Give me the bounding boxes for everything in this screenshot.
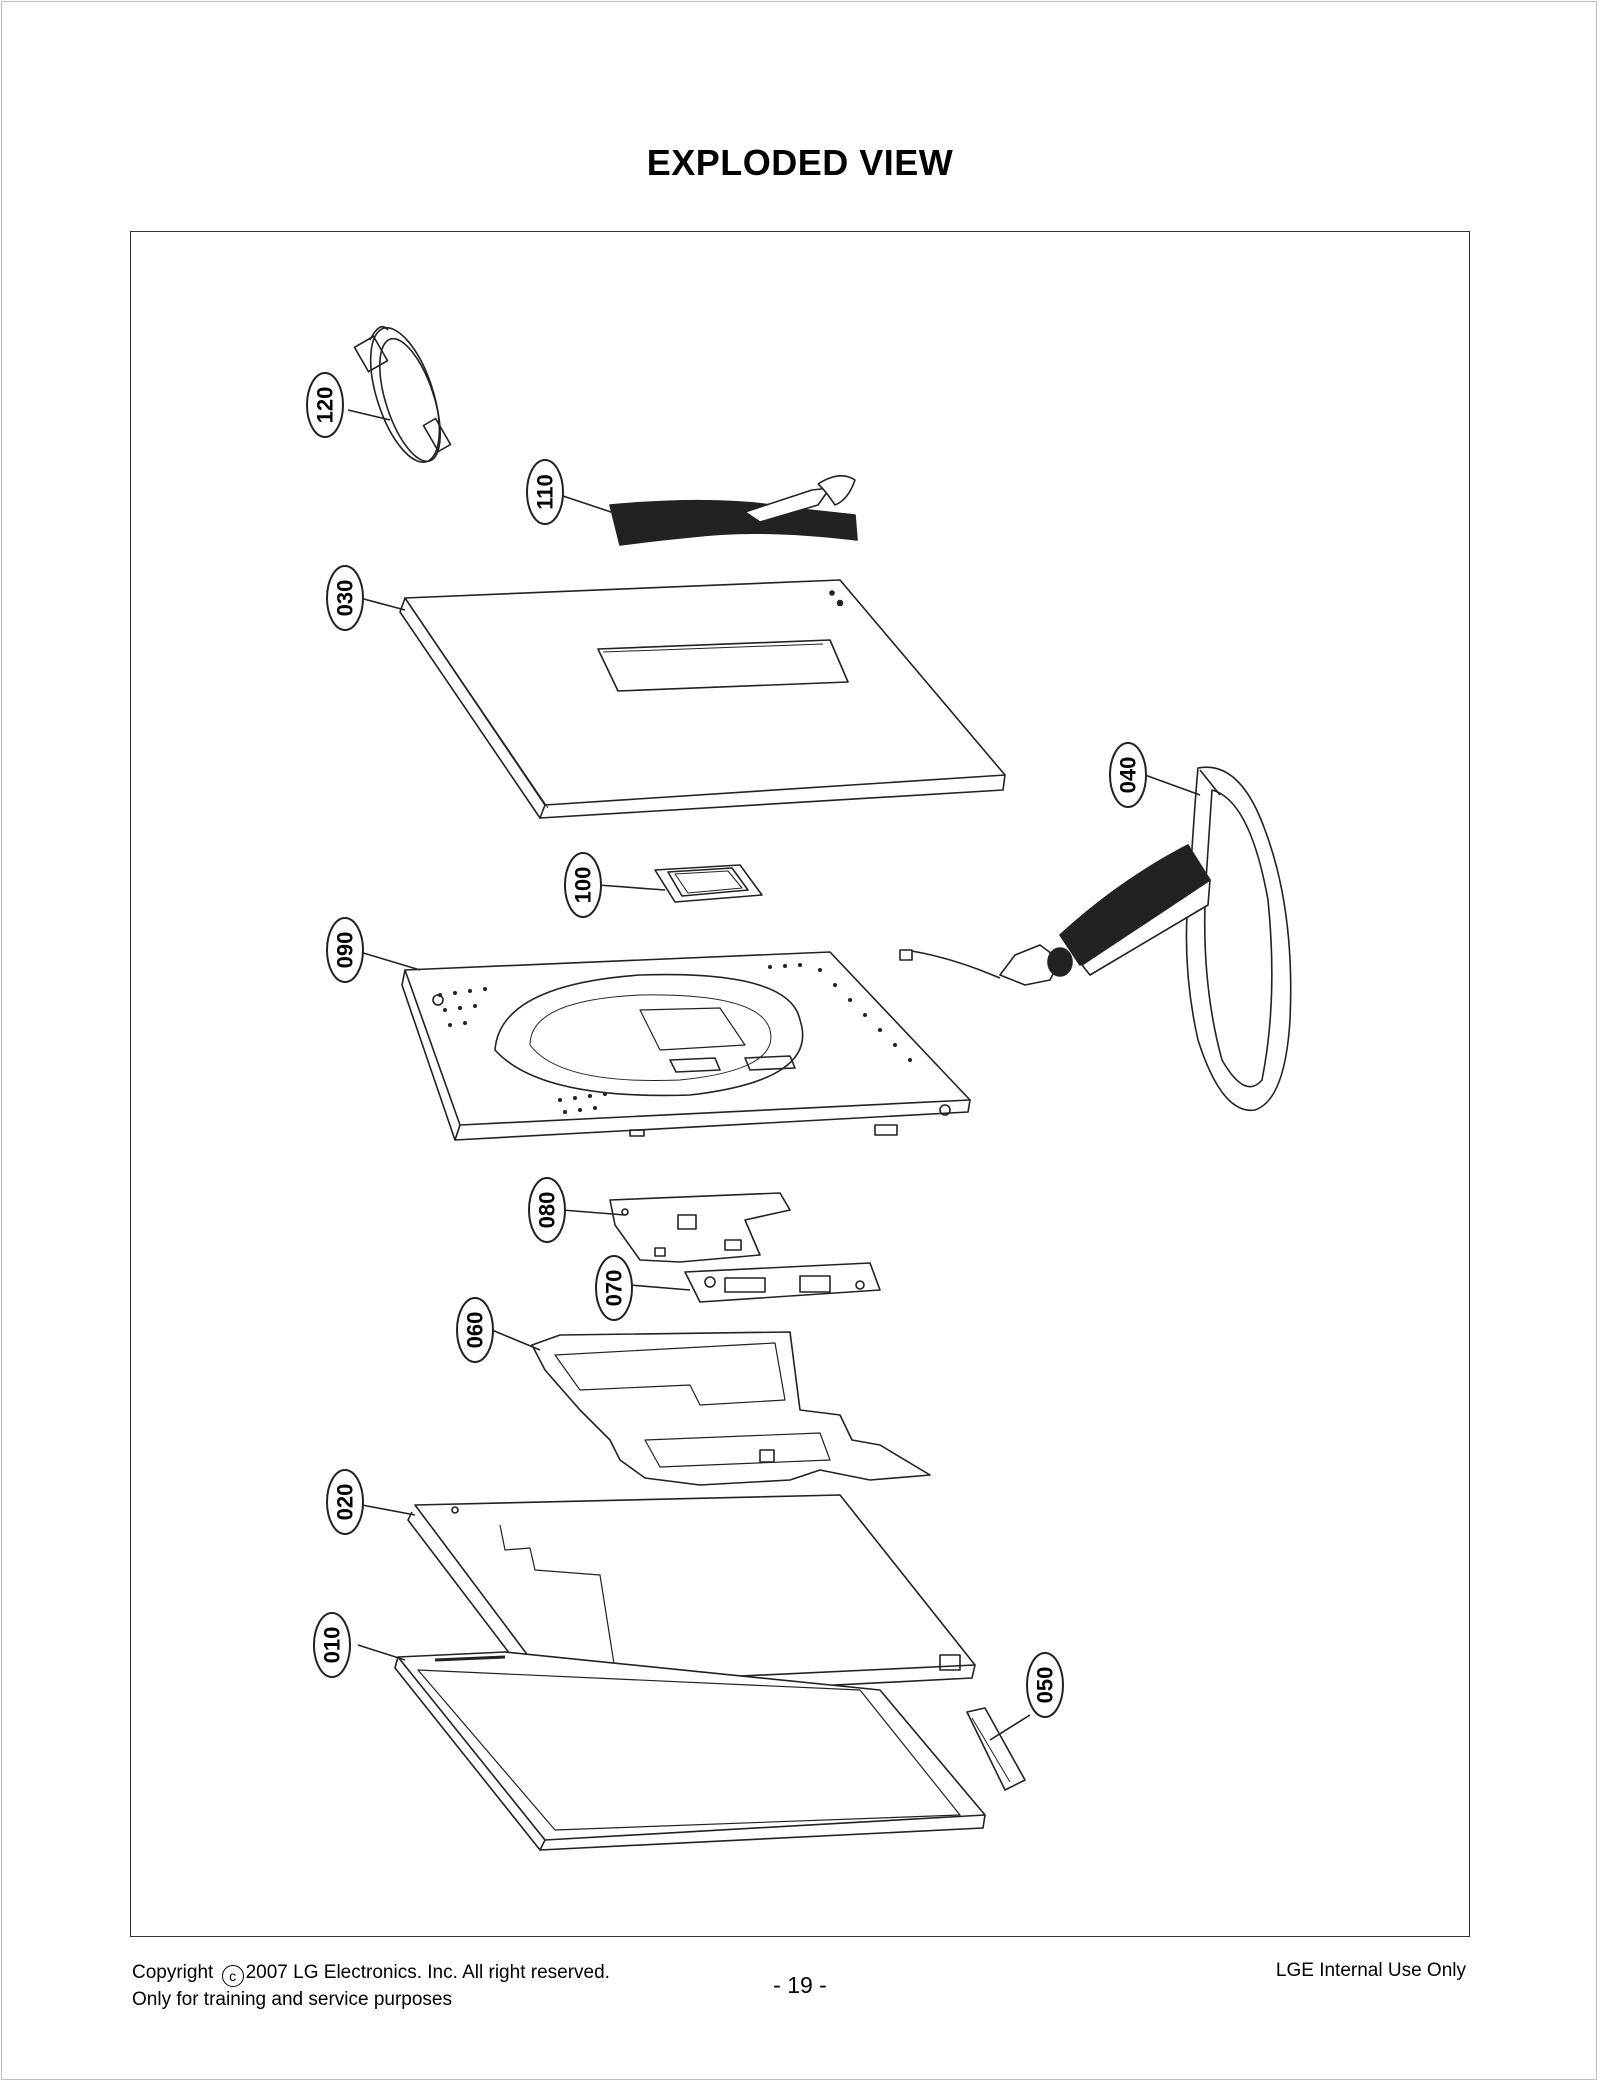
lcd-panel-part — [407, 1494, 976, 1701]
callout-070: 070 — [602, 1270, 627, 1307]
callout-030: 030 — [333, 580, 358, 617]
internal-use-note: LGE Internal Use Only — [1275, 1960, 1466, 1981]
stand-part — [899, 766, 1292, 1112]
copyright-text: 2007 LG Electronics. Inc. All right rese… — [245, 1962, 610, 1983]
copyright-prefix: Copyright — [132, 1962, 214, 1983]
callout-120: 120 — [313, 387, 338, 424]
page-number: - 19 - — [773, 1972, 827, 1998]
callout-050: 050 — [1033, 1667, 1058, 1704]
back-cover-part — [399, 579, 1006, 819]
callout-060: 060 — [463, 1312, 488, 1349]
main-board-part — [609, 1192, 791, 1263]
callout-080: 080 — [535, 1192, 560, 1229]
power-board-part — [684, 1262, 881, 1303]
callout-020: 020 — [333, 1484, 358, 1521]
callout-010: 010 — [320, 1627, 345, 1664]
callout-100: 100 — [571, 867, 596, 904]
copyright-icon: c — [221, 1965, 244, 1987]
diagram-frame — [130, 231, 1470, 1937]
callout-090: 090 — [333, 932, 358, 969]
main-frame-part — [401, 951, 971, 1141]
page-title: EXPLODED VIEW — [646, 142, 954, 183]
power-cord-part — [353, 325, 452, 463]
training-note: Only for training and service purposes — [132, 1989, 452, 2010]
bracket-part — [966, 1707, 1026, 1791]
insulation-sheet-part — [531, 1331, 931, 1486]
front-cover-part — [394, 1651, 986, 1851]
callout-bubbles — [306, 372, 1147, 1718]
cable-cover-part — [609, 475, 858, 546]
sub-board-part — [654, 864, 763, 903]
callout-040: 040 — [1116, 757, 1141, 794]
callout-110: 110 — [533, 474, 558, 510]
leader-lines — [347, 409, 1201, 1741]
